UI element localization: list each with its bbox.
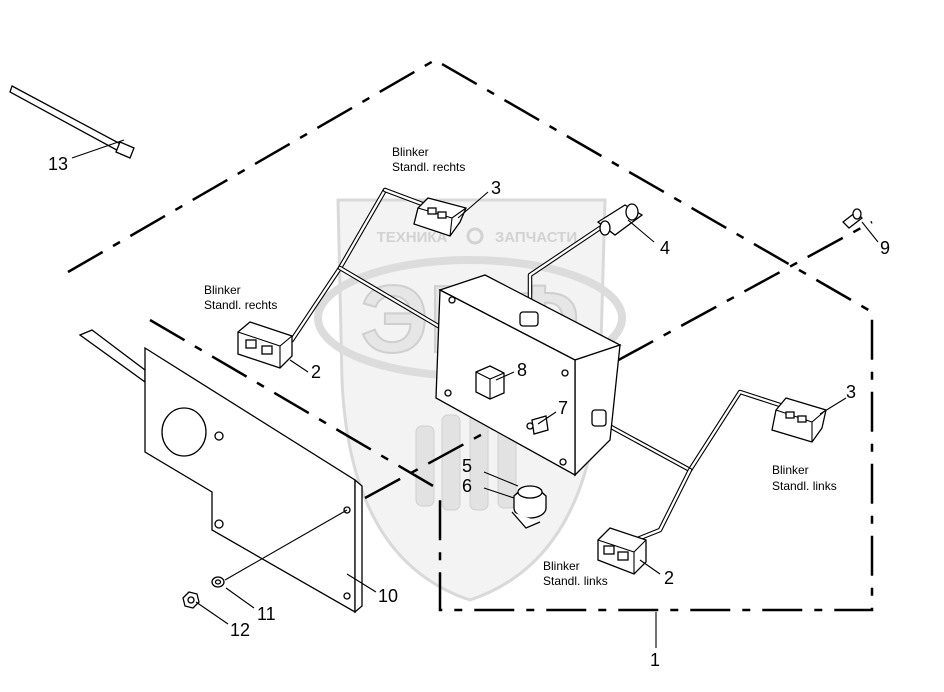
connector-part-3-right <box>771 397 827 443</box>
callout-12: 12 <box>230 620 250 640</box>
callout-2-bottom: 2 <box>664 568 674 588</box>
callout-1: 1 <box>650 650 660 670</box>
callout-5: 5 <box>462 456 472 476</box>
callout-10: 10 <box>378 586 398 606</box>
nut-part-12 <box>182 591 200 609</box>
text-labels: Blinker Standl. rechts Blinker Standl. r… <box>204 145 837 588</box>
callout-11: 11 <box>257 604 276 624</box>
callout-7: 7 <box>558 398 568 418</box>
label-right-links-line2: Standl. links <box>772 479 837 493</box>
callout-9: 9 <box>880 238 890 258</box>
label-top-right-line1: Blinker <box>392 145 429 159</box>
cover-plate-part-10 <box>78 329 363 614</box>
cable-tie-part-13 <box>9 85 135 159</box>
watermark-gear-icon <box>466 227 484 245</box>
callout-3-right: 3 <box>846 382 856 402</box>
callout-2-left: 2 <box>311 362 321 382</box>
watermark-top-text: ТЕХНИКА <box>377 229 448 246</box>
callout-13: 13 <box>48 154 68 174</box>
connector-part-3-top <box>413 197 467 237</box>
label-bottom-links-line2: Standl. links <box>543 574 608 588</box>
label-top-right-line2: Standl. rechts <box>392 160 465 174</box>
connector-part-4 <box>596 203 644 236</box>
cable-harness <box>289 187 783 543</box>
buzzer-part-5-6 <box>511 485 547 529</box>
label-bottom-links-line1: Blinker <box>543 559 580 573</box>
connector-part-2-bottom <box>597 527 647 575</box>
callouts: 13 3 4 9 2 8 7 3 5 6 2 10 11 12 1 <box>48 154 890 670</box>
callout-6: 6 <box>462 476 472 496</box>
screw-part-9 <box>842 208 863 229</box>
relay-part-8 <box>475 365 505 400</box>
callout-8: 8 <box>517 360 527 380</box>
callout-3-top: 3 <box>491 178 501 198</box>
connector-part-2-left <box>237 321 293 369</box>
label-left-right-line2: Standl. rechts <box>204 298 277 312</box>
leader-lines <box>71 139 879 648</box>
label-left-right-line1: Blinker <box>204 283 241 297</box>
washer-part-11 <box>211 576 225 588</box>
label-right-links-line1: Blinker <box>772 463 809 477</box>
watermark-right-text: ЗАПЧАСТИ <box>495 229 577 246</box>
callout-4: 4 <box>660 238 670 258</box>
